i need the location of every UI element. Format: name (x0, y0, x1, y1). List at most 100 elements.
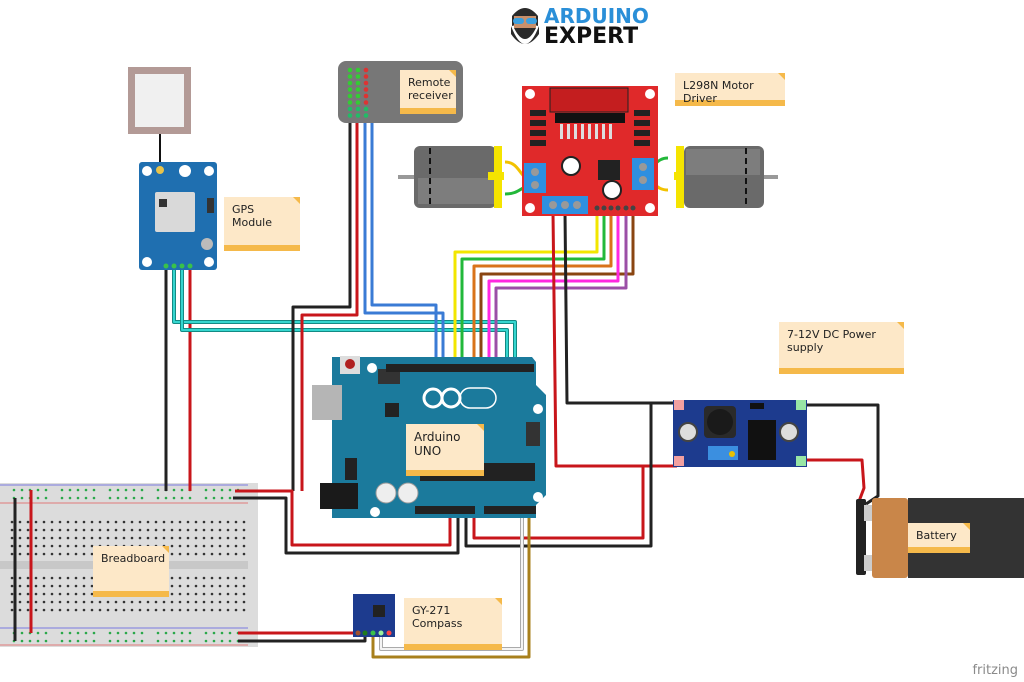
breadboard-hole (34, 544, 38, 548)
breadboard-hole (20, 496, 24, 500)
note-l298n-motor-driver: L298N Motor Driver (675, 73, 785, 106)
breadboard-hole (66, 520, 70, 524)
breadboard-hole (204, 496, 208, 500)
breadboard-hole (42, 520, 46, 524)
breadboard-hole (26, 576, 30, 580)
note-compass: GY-271 Compass (404, 598, 502, 650)
dc-motor-right (674, 146, 778, 208)
breadboard-hole (202, 552, 206, 556)
breadboard-hole (156, 639, 160, 643)
breadboard-hole (116, 496, 120, 500)
breadboard-hole (116, 639, 120, 643)
breadboard-hole (10, 544, 14, 548)
l298n-motor-driver (522, 86, 658, 216)
breadboard-hole (202, 536, 206, 540)
breadboard-hole (228, 631, 232, 635)
breadboard-hole (170, 592, 174, 596)
breadboard-hole (50, 536, 54, 540)
breadboard-hole (114, 520, 118, 524)
breadboard-hole (154, 520, 158, 524)
breadboard-hole (140, 631, 144, 635)
breadboard-hole (90, 528, 94, 532)
breadboard-hole (44, 631, 48, 635)
breadboard-hole (82, 600, 86, 604)
breadboard-hole (74, 552, 78, 556)
breadboard-hole (20, 639, 24, 643)
breadboard-hole (172, 496, 176, 500)
breadboard-hole (202, 600, 206, 604)
breadboard-hole (234, 544, 238, 548)
breadboard-hole (210, 552, 214, 556)
breadboard-hole (170, 584, 174, 588)
breadboard-hole (10, 592, 14, 596)
note-text: Remote receiver (408, 76, 453, 102)
breadboard-hole (178, 536, 182, 540)
breadboard-hole (82, 576, 86, 580)
breadboard-hole (18, 528, 22, 532)
breadboard-hole (76, 631, 80, 635)
breadboard-hole (114, 600, 118, 604)
note-gps-module: GPS Module (224, 197, 300, 251)
breadboard-hole (82, 520, 86, 524)
breadboard-hole (20, 488, 24, 492)
receiver-pin (347, 74, 353, 79)
breadboard-hole (242, 544, 246, 548)
breadboard-hole (178, 520, 182, 524)
breadboard-hole (114, 608, 118, 612)
breadboard-hole (68, 488, 72, 492)
breadboard-hole (122, 608, 126, 612)
breadboard-hole (164, 639, 168, 643)
breadboard-hole (162, 600, 166, 604)
wires (13, 120, 880, 659)
breadboard-hole (26, 536, 30, 540)
breadboard-hole (58, 600, 62, 604)
breadboard-hole (156, 496, 160, 500)
breadboard-hole (138, 608, 142, 612)
arduino-expert-logo: ARDUINO EXPERT (508, 2, 649, 54)
breadboard-hole (74, 576, 78, 580)
receiver-pin (355, 93, 361, 99)
breadboard-hole (76, 496, 80, 500)
receiver-pin (363, 80, 369, 86)
breadboard-hole (34, 576, 38, 580)
breadboard-hole (124, 496, 128, 500)
breadboard-hole (66, 536, 70, 540)
breadboard-hole (66, 608, 70, 612)
breadboard-hole (122, 520, 126, 524)
breadboard-hole (42, 592, 46, 596)
breadboard-hole (66, 584, 70, 588)
wire-l298n-gnd (563, 211, 677, 405)
breadboard-hole (156, 488, 160, 492)
breadboard-hole (218, 528, 222, 532)
breadboard-hole (60, 639, 64, 643)
breadboard-hole (76, 639, 80, 643)
breadboard-hole (90, 600, 94, 604)
receiver-pin (347, 67, 353, 73)
breadboard-hole (50, 576, 54, 580)
breadboard-hole (194, 600, 198, 604)
breadboard-hole (146, 528, 150, 532)
breadboard-hole (180, 496, 184, 500)
receiver-pin (363, 74, 369, 79)
breadboard-hole (210, 536, 214, 540)
breadboard-hole (194, 608, 198, 612)
breadboard-hole (170, 544, 174, 548)
breadboard-hole (26, 544, 30, 548)
note-text: Breadboard (101, 552, 166, 565)
breadboard-hole (58, 552, 62, 556)
breadboard-hole (68, 639, 72, 643)
breadboard-hole (58, 536, 62, 540)
breadboard-hole (74, 536, 78, 540)
breadboard-hole (170, 552, 174, 556)
breadboard-hole (106, 528, 110, 532)
breadboard-hole (18, 536, 22, 540)
breadboard-hole (58, 544, 62, 548)
breadboard-hole (36, 496, 40, 500)
logo-line2: EXPERT (544, 24, 639, 49)
breadboard-hole (202, 584, 206, 588)
breadboard-hole (226, 584, 230, 588)
wire-ena (453, 212, 599, 365)
breadboard-hole (34, 528, 38, 532)
breadboard-hole (226, 552, 230, 556)
breadboard-hole (202, 576, 206, 580)
